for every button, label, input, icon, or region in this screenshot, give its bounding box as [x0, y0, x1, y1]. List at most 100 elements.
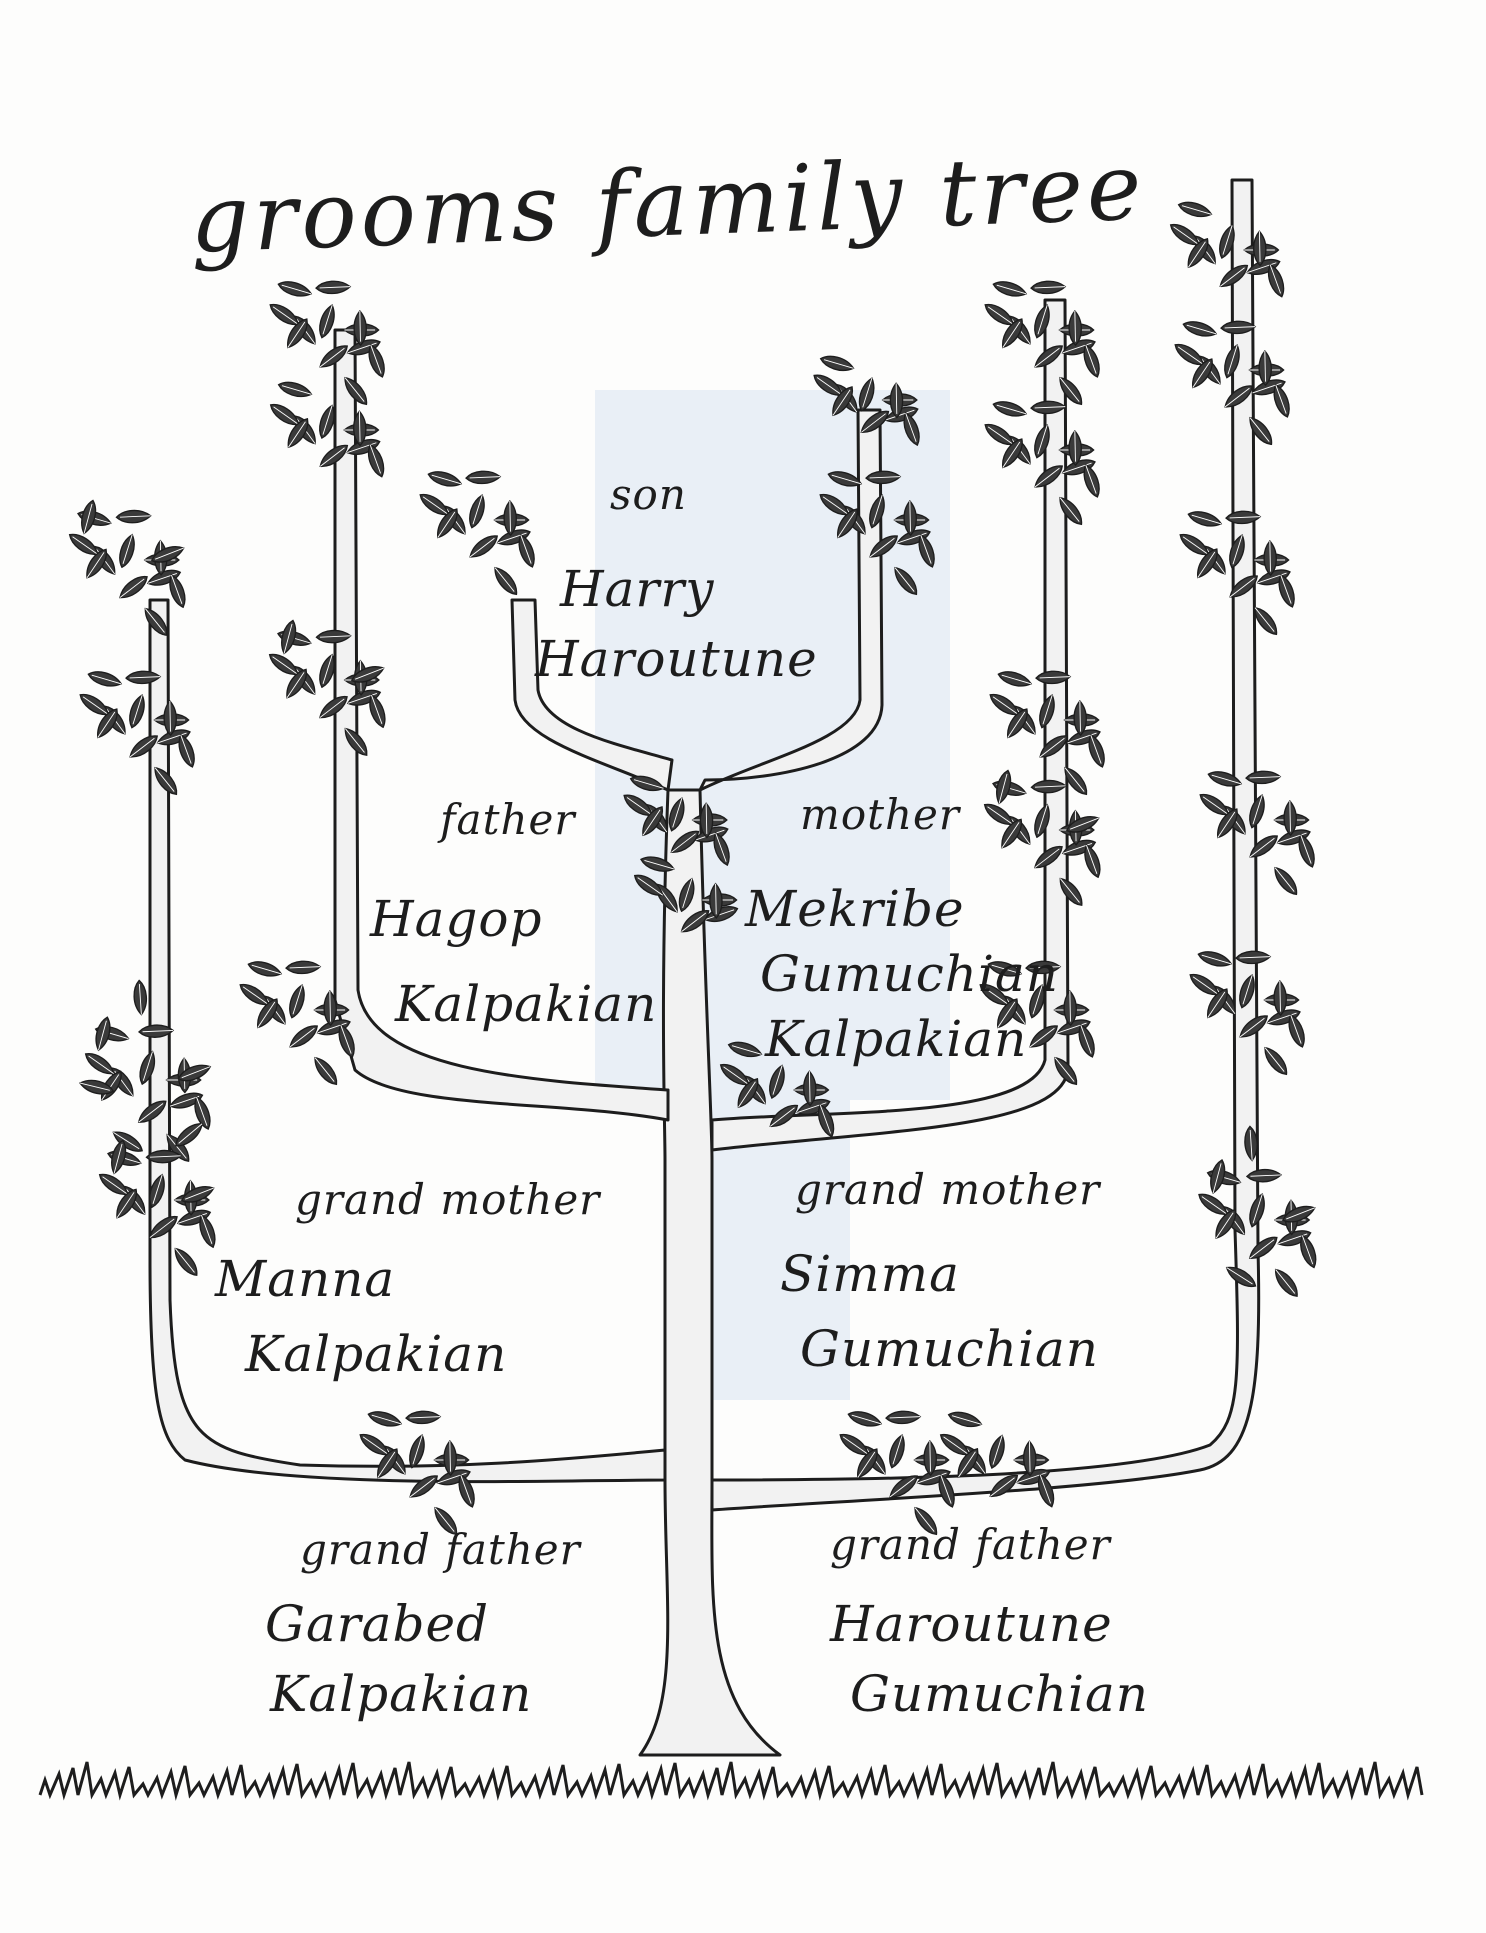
paternal-grandmother-role: grand mother — [295, 1175, 601, 1224]
leaf — [84, 1053, 115, 1075]
leaf-vein — [1250, 1174, 1282, 1177]
leaf-vein — [1224, 326, 1256, 329]
leaf — [437, 508, 458, 539]
leaf-vein — [1182, 536, 1209, 555]
leaf — [319, 444, 349, 468]
leaf-vein — [1029, 966, 1061, 969]
leaf-vein — [257, 1001, 276, 1028]
leaf — [1054, 1056, 1078, 1086]
leaf-vein — [1249, 776, 1281, 779]
leaf — [180, 1186, 215, 1203]
leaf — [796, 1099, 831, 1115]
leaf — [1073, 699, 1087, 737]
leaf — [1248, 1236, 1278, 1260]
leaf-vein — [472, 494, 483, 525]
leaf — [125, 670, 162, 685]
leaf — [1174, 343, 1205, 366]
leaf — [119, 576, 148, 599]
leaf-vein — [982, 986, 1009, 1005]
leaf-vein — [1269, 264, 1282, 294]
leaf-vein — [1226, 1267, 1253, 1285]
leaf-vein — [991, 964, 1022, 975]
leaf-vein — [1177, 346, 1204, 365]
leaf — [1225, 1266, 1257, 1288]
leaf-vein — [113, 1143, 123, 1174]
leaf-vein — [1201, 1196, 1228, 1215]
leaf-vein — [823, 359, 854, 369]
leaf — [1224, 385, 1254, 408]
leaf-vein — [1034, 848, 1060, 868]
leaf-vein — [889, 1416, 921, 1419]
leaf-vein — [1197, 551, 1216, 578]
mother-role: mother — [800, 790, 960, 839]
leaf-vein — [1070, 817, 1099, 830]
leaf — [1210, 1159, 1226, 1194]
leaf — [819, 355, 855, 372]
leaf — [1002, 318, 1023, 349]
leaf-vein — [377, 1451, 396, 1478]
leaf — [1034, 803, 1050, 839]
leaf-vein — [174, 1248, 195, 1273]
leaf — [1039, 735, 1069, 758]
leaf — [144, 607, 168, 636]
leaf-vein — [1029, 1027, 1055, 1048]
leaf-vein — [119, 578, 145, 598]
leaf — [1088, 733, 1105, 768]
leaf-vein — [409, 1416, 441, 1419]
leaf — [1083, 343, 1100, 378]
leaf-vein — [1079, 700, 1081, 732]
leaf — [1219, 224, 1235, 259]
leaf — [1034, 846, 1063, 869]
leaf-vein — [82, 696, 109, 715]
leaf-vein — [431, 474, 462, 485]
leaf — [129, 735, 159, 758]
leaf-vein — [1247, 262, 1277, 274]
leaf-vein — [494, 567, 515, 592]
leaf-vein — [637, 877, 664, 896]
leaf — [769, 1064, 785, 1099]
leaf-vein — [1301, 1235, 1314, 1265]
mother-last-name: Kalpakian — [765, 1010, 1028, 1068]
leaf-vein — [1002, 441, 1021, 468]
leaf — [817, 1103, 835, 1138]
leaf-vein — [1001, 822, 1020, 849]
leaf-vein — [715, 883, 717, 915]
leaf — [1207, 771, 1243, 787]
leaf-vein — [1207, 991, 1226, 1018]
leaf-vein — [91, 674, 122, 685]
leaf — [860, 410, 890, 434]
leaf — [947, 1411, 983, 1428]
leaf-vein — [889, 1477, 915, 1498]
leaf-vein — [1258, 231, 1261, 262]
paternal-grandmother-last-name: Kalpakian — [245, 1325, 508, 1383]
leaf-vein — [951, 1415, 982, 1425]
leaf-vein — [682, 878, 693, 908]
leaf — [869, 535, 899, 558]
leaf-vein — [1249, 417, 1270, 442]
leaf-vein — [281, 284, 312, 295]
leaf-vein — [83, 503, 93, 534]
father-role: father — [440, 795, 576, 844]
leaf-vein — [120, 515, 151, 518]
leaf — [989, 693, 1020, 716]
leaf-vein — [155, 547, 184, 560]
leaf — [163, 699, 177, 737]
leaf — [369, 694, 386, 729]
leaf — [427, 471, 463, 487]
leaf-vein — [362, 1436, 389, 1455]
leaf-vein — [1181, 205, 1212, 215]
son-role: son — [610, 470, 687, 519]
leaf-vein — [132, 694, 143, 725]
leaf-vein — [842, 1436, 869, 1455]
leaf-vein — [862, 378, 873, 408]
leaf — [1198, 1193, 1228, 1215]
leaf-vein — [633, 779, 664, 789]
leaf-vein — [1275, 1269, 1296, 1294]
leaf — [247, 961, 283, 977]
leaf — [268, 653, 299, 675]
leaf-vein — [319, 447, 345, 467]
leaf — [79, 693, 110, 716]
leaf — [405, 1410, 442, 1425]
leaf — [434, 1506, 458, 1536]
